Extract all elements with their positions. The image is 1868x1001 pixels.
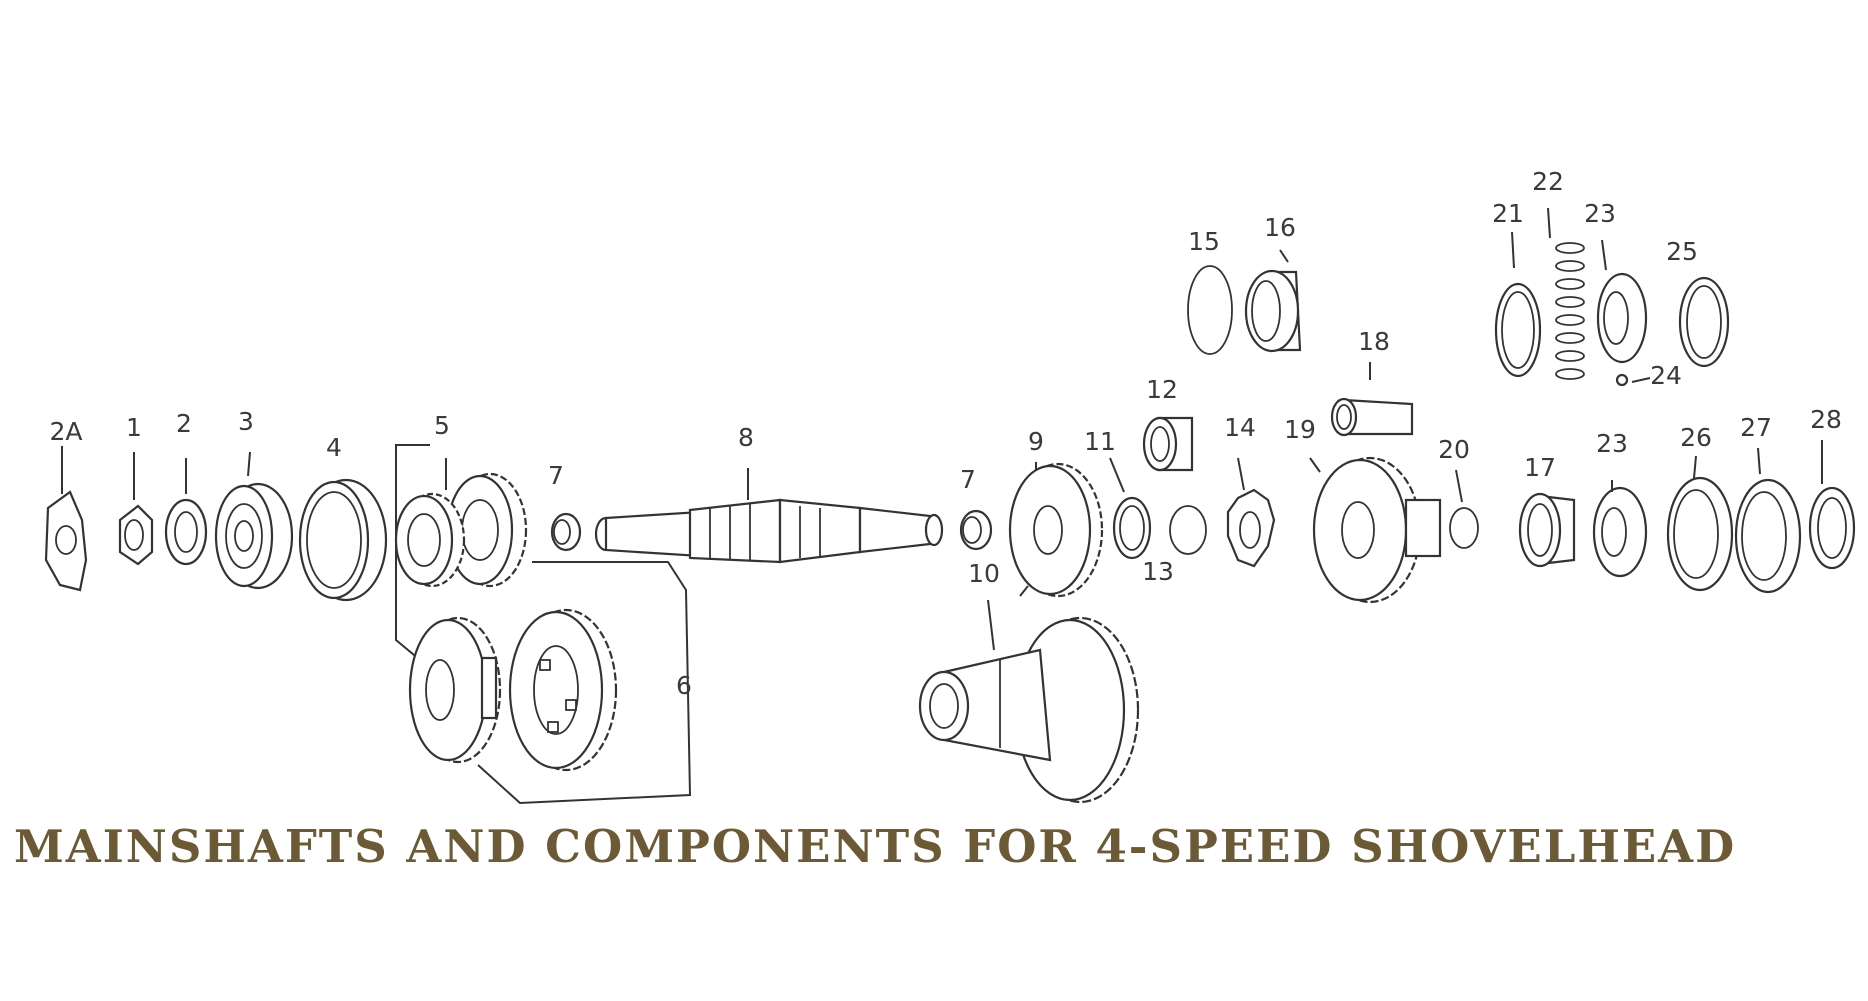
part-18-tube: [1330, 397, 1414, 437]
label-15: 15: [1188, 227, 1220, 256]
part-6-bracket-lines: [395, 444, 692, 805]
part-20-o-ring: [1449, 507, 1479, 549]
label-1: 1: [126, 413, 142, 442]
label-7-right: 7: [960, 465, 976, 494]
label-21: 21: [1492, 199, 1524, 228]
part-19-gear: [1312, 456, 1442, 604]
label-23-lower: 23: [1596, 429, 1628, 458]
label-4: 4: [326, 433, 342, 462]
label-5: 5: [434, 411, 450, 440]
part-4-bearing-race: [298, 478, 388, 602]
part-5-main-drive-gear: [394, 472, 528, 588]
label-13: 13: [1142, 557, 1174, 586]
part-23-bearing-cone-lower: [1592, 486, 1648, 578]
label-10: 10: [968, 559, 1000, 588]
label-23-upper: 23: [1584, 199, 1616, 228]
part-22-spring: [1555, 242, 1585, 380]
leader-lines: [61, 207, 1823, 651]
label-28: 28: [1810, 405, 1842, 434]
label-11: 11: [1084, 427, 1116, 456]
part-14-thrust-washer: [1226, 488, 1276, 568]
label-20: 20: [1438, 435, 1470, 464]
part-11-snap-ring: [1112, 496, 1152, 560]
label-9: 9: [1028, 427, 1044, 456]
part-7-bushing-right: [959, 509, 993, 551]
label-27: 27: [1740, 413, 1772, 442]
label-3: 3: [238, 407, 254, 436]
label-22: 22: [1532, 167, 1564, 196]
part-1-nut: [118, 504, 154, 566]
label-16: 16: [1264, 213, 1296, 242]
part-25-washer: [1678, 276, 1730, 368]
part-17-roller-bearing: [1518, 492, 1576, 568]
part-6-gear-set: [408, 608, 618, 772]
part-7-bushing-left: [550, 512, 582, 552]
label-6: 6: [676, 671, 692, 700]
label-24: 24: [1650, 361, 1682, 390]
part-24-ball: [1615, 373, 1629, 387]
part-2a-lock-plate: [44, 490, 88, 592]
part-26-bearing-race: [1666, 476, 1734, 592]
label-14: 14: [1224, 413, 1256, 442]
label-18: 18: [1358, 327, 1390, 356]
part-12-bushing: [1142, 416, 1194, 472]
part-27-bearing-race: [1734, 478, 1802, 594]
label-7-left: 7: [548, 461, 564, 490]
label-8: 8: [738, 423, 754, 452]
part-2-lock-washer: [164, 498, 208, 566]
label-19: 19: [1284, 415, 1316, 444]
part-15-snap-ring: [1187, 265, 1233, 355]
label-12: 12: [1146, 375, 1178, 404]
label-26: 26: [1680, 423, 1712, 452]
diagram-title: MAINSHAFTS AND COMPONENTS FOR 4-SPEED SH…: [14, 820, 1737, 873]
part-8-mainshaft: [594, 498, 944, 564]
label-17: 17: [1524, 453, 1556, 482]
label-25: 25: [1666, 237, 1698, 266]
part-16-bearing-race: [1244, 269, 1302, 353]
part-10-gear-hub: [918, 616, 1140, 804]
part-13-retaining-ring: [1169, 505, 1207, 555]
part-9-gear: [1008, 462, 1104, 598]
part-21-washer: [1494, 282, 1542, 378]
part-number-labels: 2A 1 2 3 4 5 6 7 8 7 9 10 11 12 13 14 15…: [49, 167, 1841, 700]
part-23-bearing-cone-upper: [1596, 272, 1648, 364]
label-2a: 2A: [49, 417, 82, 446]
part-3-bearing: [214, 482, 294, 590]
label-2: 2: [176, 409, 192, 438]
part-28-retaining-ring: [1808, 486, 1856, 570]
